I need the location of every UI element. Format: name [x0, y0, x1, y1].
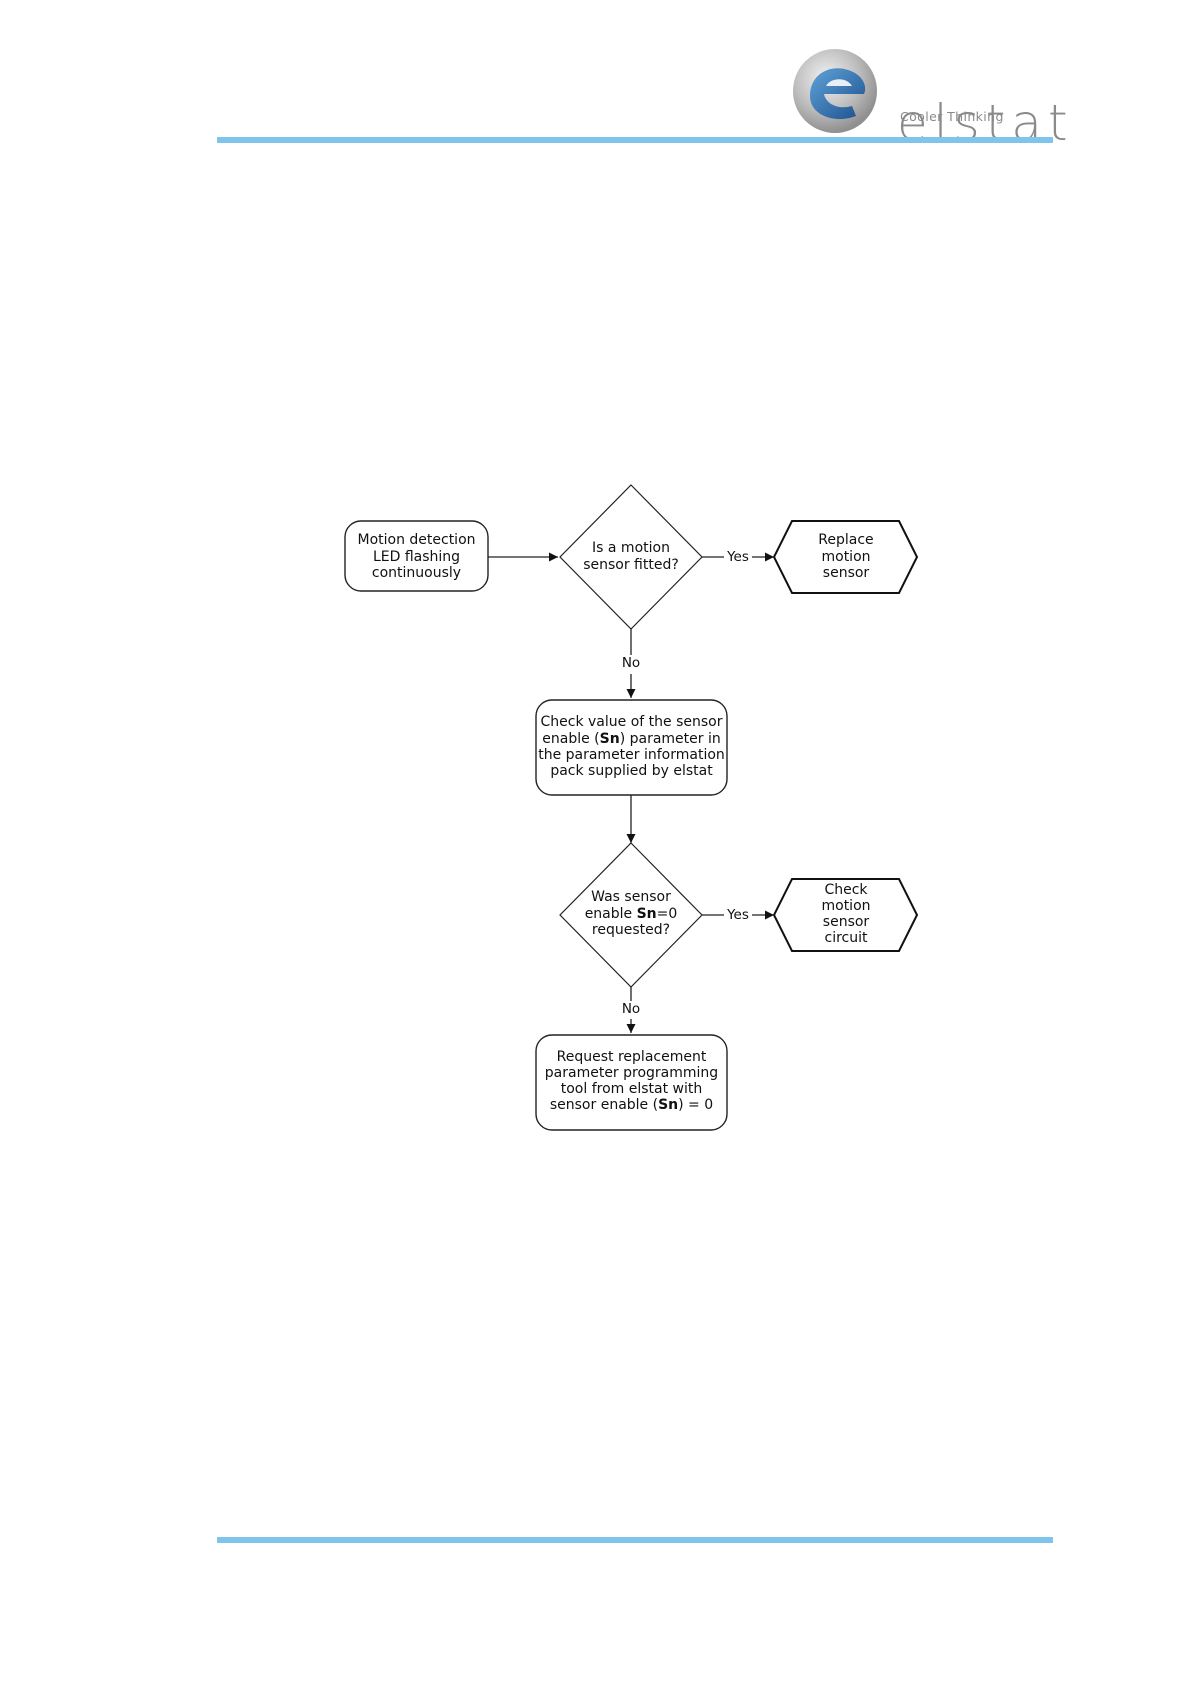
decision1-line-2: sensor fitted? — [583, 557, 679, 573]
decision2-line-3: requested? — [592, 922, 670, 938]
end2-line-4: circuit — [825, 930, 868, 946]
process2-line-4: sensor enable (Sn) = 0 — [550, 1097, 713, 1113]
end1-line-3: sensor — [823, 565, 870, 581]
end1-line-2: motion — [821, 549, 870, 565]
start-line-2: LED flashing — [373, 549, 460, 565]
decision1-line-1: Is a motion — [592, 540, 670, 556]
process-request-replacement-tool: Request replacement parameter programmin… — [535, 1034, 728, 1131]
process2-line-3: tool from elstat with — [561, 1081, 703, 1097]
start-line-1: Motion detection — [357, 532, 475, 548]
header-rule — [217, 137, 1053, 143]
label-no-2: No — [622, 1001, 640, 1017]
end-replace-motion-sensor: Replace motion sensor — [772, 520, 919, 594]
label-no-1: No — [622, 655, 640, 671]
elstat-logo: elstat Cooler Thinking — [790, 46, 1068, 148]
label-yes-2: Yes — [726, 907, 749, 923]
start-line-3: continuously — [372, 565, 461, 581]
decision2-line-1: Was sensor — [591, 889, 671, 905]
footer-rule — [217, 1537, 1053, 1543]
end2-line-2: motion — [821, 898, 870, 914]
decision-sn-zero-requested: Was sensor enable Sn=0 requested? — [559, 842, 703, 988]
process1-line-1: Check value of the sensor — [541, 714, 723, 730]
logo-tagline: Cooler Thinking — [900, 109, 1004, 124]
decision2-line-2: enable Sn=0 — [585, 906, 678, 922]
label-yes-1: Yes — [726, 549, 749, 565]
decision-motion-sensor-fitted: Is a motion sensor fitted? — [559, 484, 703, 630]
end2-line-3: sensor — [823, 914, 870, 930]
start-node: Motion detection LED flashing continuous… — [344, 520, 489, 592]
elstat-logo-mark — [793, 49, 877, 133]
process1-line-2: enable (Sn) parameter in — [542, 731, 720, 747]
process-check-sn-parameter: Check value of the sensor enable (Sn) pa… — [535, 699, 728, 796]
process2-line-1: Request replacement — [557, 1049, 707, 1065]
end-check-motion-sensor-circuit: Check motion sensor circuit — [772, 878, 919, 952]
end2-line-1: Check — [824, 882, 868, 898]
end1-line-1: Replace — [818, 532, 873, 548]
process2-line-2: parameter programming — [545, 1065, 718, 1081]
process1-line-3: the parameter information — [538, 747, 725, 763]
process1-line-4: pack supplied by elstat — [550, 763, 713, 779]
